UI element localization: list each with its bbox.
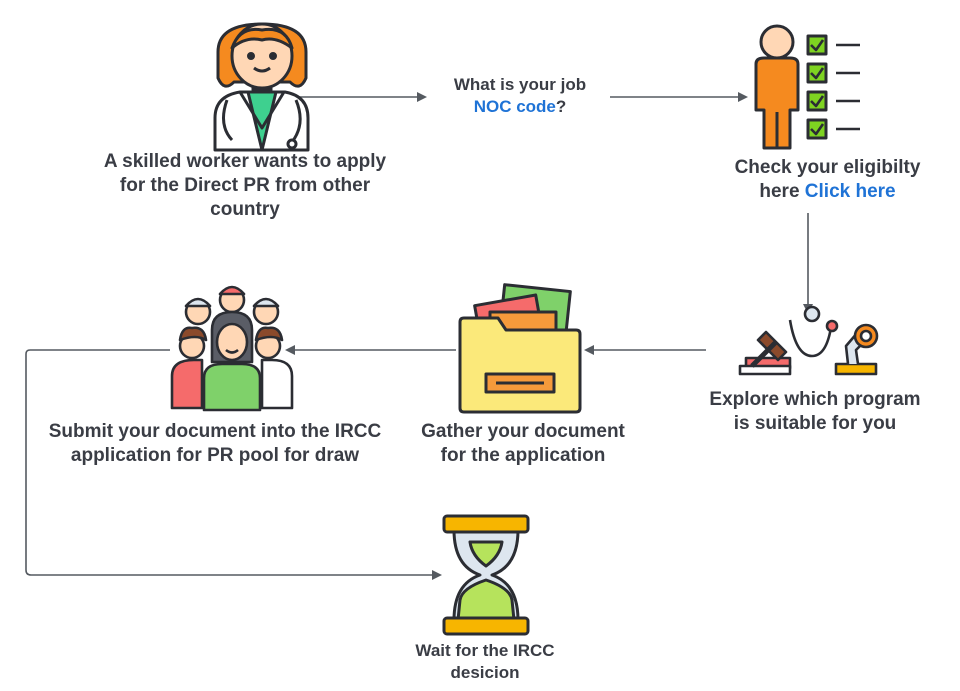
worker-label-line-3: country — [210, 199, 280, 220]
noc-code-link[interactable]: NOC code — [473, 97, 556, 116]
wait-label-line-2: desicion — [450, 663, 520, 682]
noc-label: What is your job NOC code? — [430, 74, 610, 118]
worker-label: A skilled worker wants to apply for the … — [90, 150, 400, 222]
crowd-icon — [170, 285, 294, 412]
worker-label-line-1: A skilled worker wants to apply — [103, 151, 387, 172]
eligibility-prefix: here — [759, 181, 805, 202]
eligibility-label: Check your eligibilty here Click here — [715, 156, 940, 204]
connectors — [25, 92, 813, 580]
click-here-link[interactable]: Click here — [804, 181, 896, 202]
noc-label-line-1: What is your job — [453, 75, 587, 94]
arrow-submit-to-wait — [25, 349, 442, 580]
submit-label-line-2: application for PR pool for draw — [70, 445, 360, 466]
explore-label-line-1: Explore which program — [709, 389, 921, 410]
checklist-person-icon — [754, 24, 860, 150]
gather-label-line-1: Gather your document — [421, 421, 625, 442]
noc-suffix: ? — [555, 97, 567, 116]
professions-icon — [738, 305, 879, 376]
explore-label-line-2: is suitable for you — [733, 413, 897, 434]
doctor-icon — [213, 22, 310, 152]
worker-label-line-2: for the Direct PR from other — [119, 175, 371, 196]
gather-label-line-2: for the application — [440, 445, 606, 466]
submit-label: Submit your document into the IRCC appli… — [30, 420, 400, 468]
wait-label: Wait for the IRCC desicion — [395, 640, 575, 684]
gather-label: Gather your document for the application — [408, 420, 638, 468]
wait-label-line-1: Wait for the IRCC — [415, 641, 555, 660]
folder-icon — [458, 283, 582, 414]
eligibility-label-line-1: Check your eligibilty — [734, 157, 921, 178]
submit-label-line-1: Submit your document into the IRCC — [48, 421, 382, 442]
hourglass-icon — [442, 514, 530, 636]
explore-label: Explore which program is suitable for yo… — [695, 388, 935, 436]
